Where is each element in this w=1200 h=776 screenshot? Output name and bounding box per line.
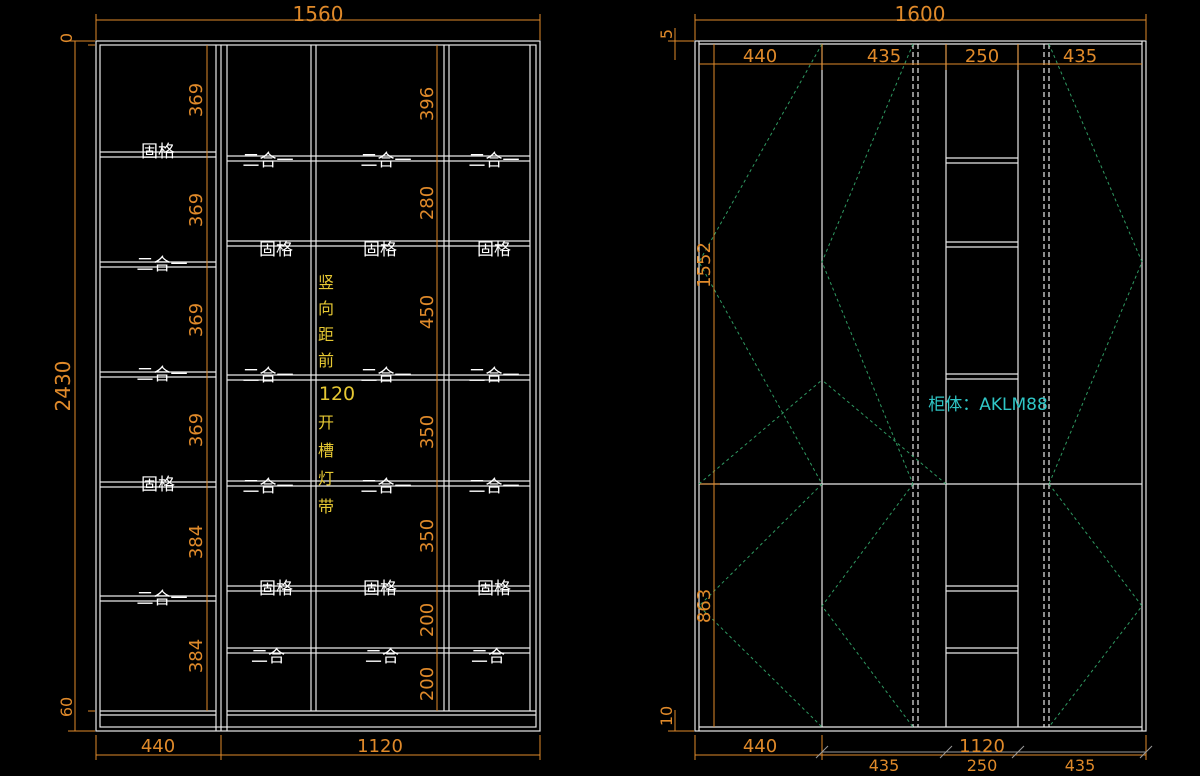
col-b-height-3: 450 [417,295,438,329]
right-center-shelves [946,157,1018,654]
right-dashed-lines [912,44,1050,727]
row-label: 二合一 [469,151,520,171]
col-a-height-6: 384 [186,639,207,673]
row-label: 固格 [477,579,511,599]
right-top-gap: 5 [657,29,676,39]
note-char: 开 [318,413,334,432]
col-b-height-6: 200 [417,603,438,637]
right-cabinet-frame [694,40,1147,732]
row-label: 二合一 [469,366,520,386]
row-label: 固格 [477,240,511,260]
left-bottom-gap: 60 [57,697,76,717]
col-a-label-2: 二合一 [137,255,188,275]
col-b-height-7: 200 [417,667,438,701]
row-label: 二合一 [243,477,294,497]
right-top-width-1: 440 [743,46,777,67]
left-top-gap: 0 [57,33,76,43]
left-bottom-width-1: 440 [141,736,175,757]
row-label: 二合一 [361,151,412,171]
col-a-label-3: 二合一 [137,365,188,385]
left-col-b-shelves [227,155,530,654]
cabinet-body-label: 柜体：AKLM88 [928,395,1048,415]
row-label: 固格 [363,579,397,599]
left-elevation: 1560 2430 0 60 440 1120 369 369 369 369 … [51,2,541,760]
col-a-height-4: 369 [186,413,207,447]
right-height-dimension [668,28,720,732]
right-bottom-width-1: 440 [743,736,777,757]
col-b-height-5: 350 [417,519,438,553]
left-height-dimension [68,40,95,732]
col-b-height-2: 280 [417,186,438,220]
col-a-height-1: 369 [186,83,207,117]
col-a-label-5: 二合一 [137,589,188,609]
note-char: 竖 [318,273,334,292]
right-bottom-sub-3: 435 [1065,756,1096,775]
right-bottom-gap: 10 [657,706,676,726]
section-row-labels: 二合一 二合一 二合一 固格 固格 固格 二合一 二合一 二合一 二合一 二合一… [243,151,520,667]
col-a-label-4: 固格 [141,475,175,495]
left-bottom-width-2: 1120 [357,736,403,757]
right-bottom-sub-dimension [815,745,1153,759]
right-height-upper: 1552 [694,242,715,288]
left-cabinet-frame [95,40,541,732]
right-width-dimension [694,14,1147,70]
row-label: 二合 [251,647,285,667]
right-bottom-sub-2: 250 [967,756,998,775]
vertical-light-strip-note: 竖 向 距 前 120 开 槽 灯 带 [318,273,355,516]
right-bottom-width-2: 1120 [959,736,1005,757]
left-width-dimension [95,14,541,40]
note-char: 向 [318,299,334,318]
row-label: 固格 [363,240,397,260]
note-char: 灯 [318,469,334,488]
right-top-width-2: 435 [867,46,901,67]
row-label: 二合一 [243,151,294,171]
row-label: 二合 [471,647,505,667]
col-a-height-5: 384 [186,525,207,559]
right-overall-width: 1600 [895,2,946,26]
left-bottom-dimension [95,735,541,760]
right-height-lower: 863 [694,589,715,623]
right-elevation: 1600 440 435 250 435 5 1552 863 10 柜体：AK… [657,2,1153,775]
col-b-height-1: 396 [417,87,438,121]
row-label: 固格 [259,579,293,599]
note-char: 前 [318,351,334,370]
note-char: 槽 [318,441,334,460]
right-top-width-4: 435 [1063,46,1097,67]
row-label: 二合一 [361,477,412,497]
right-top-width-3: 250 [965,46,999,67]
left-overall-height: 2430 [51,361,75,412]
col-a-height-2: 369 [186,193,207,227]
note-char: 距 [318,325,334,344]
col-a-label-1: 固格 [141,142,175,162]
right-bottom-dimension [694,735,1147,760]
row-label: 二合 [365,647,399,667]
row-label: 二合一 [243,366,294,386]
row-label: 二合一 [361,366,412,386]
left-overall-width: 1560 [293,2,344,26]
left-col-a-shelves [100,151,216,602]
right-bottom-sub-1: 435 [869,756,900,775]
col-a-height-3: 369 [186,303,207,337]
note-char: 带 [318,497,334,516]
row-label: 固格 [259,240,293,260]
row-label: 二合一 [469,477,520,497]
col-b-height-4: 350 [417,415,438,449]
note-char: 120 [319,383,355,405]
door-swing-lines [698,43,1143,728]
